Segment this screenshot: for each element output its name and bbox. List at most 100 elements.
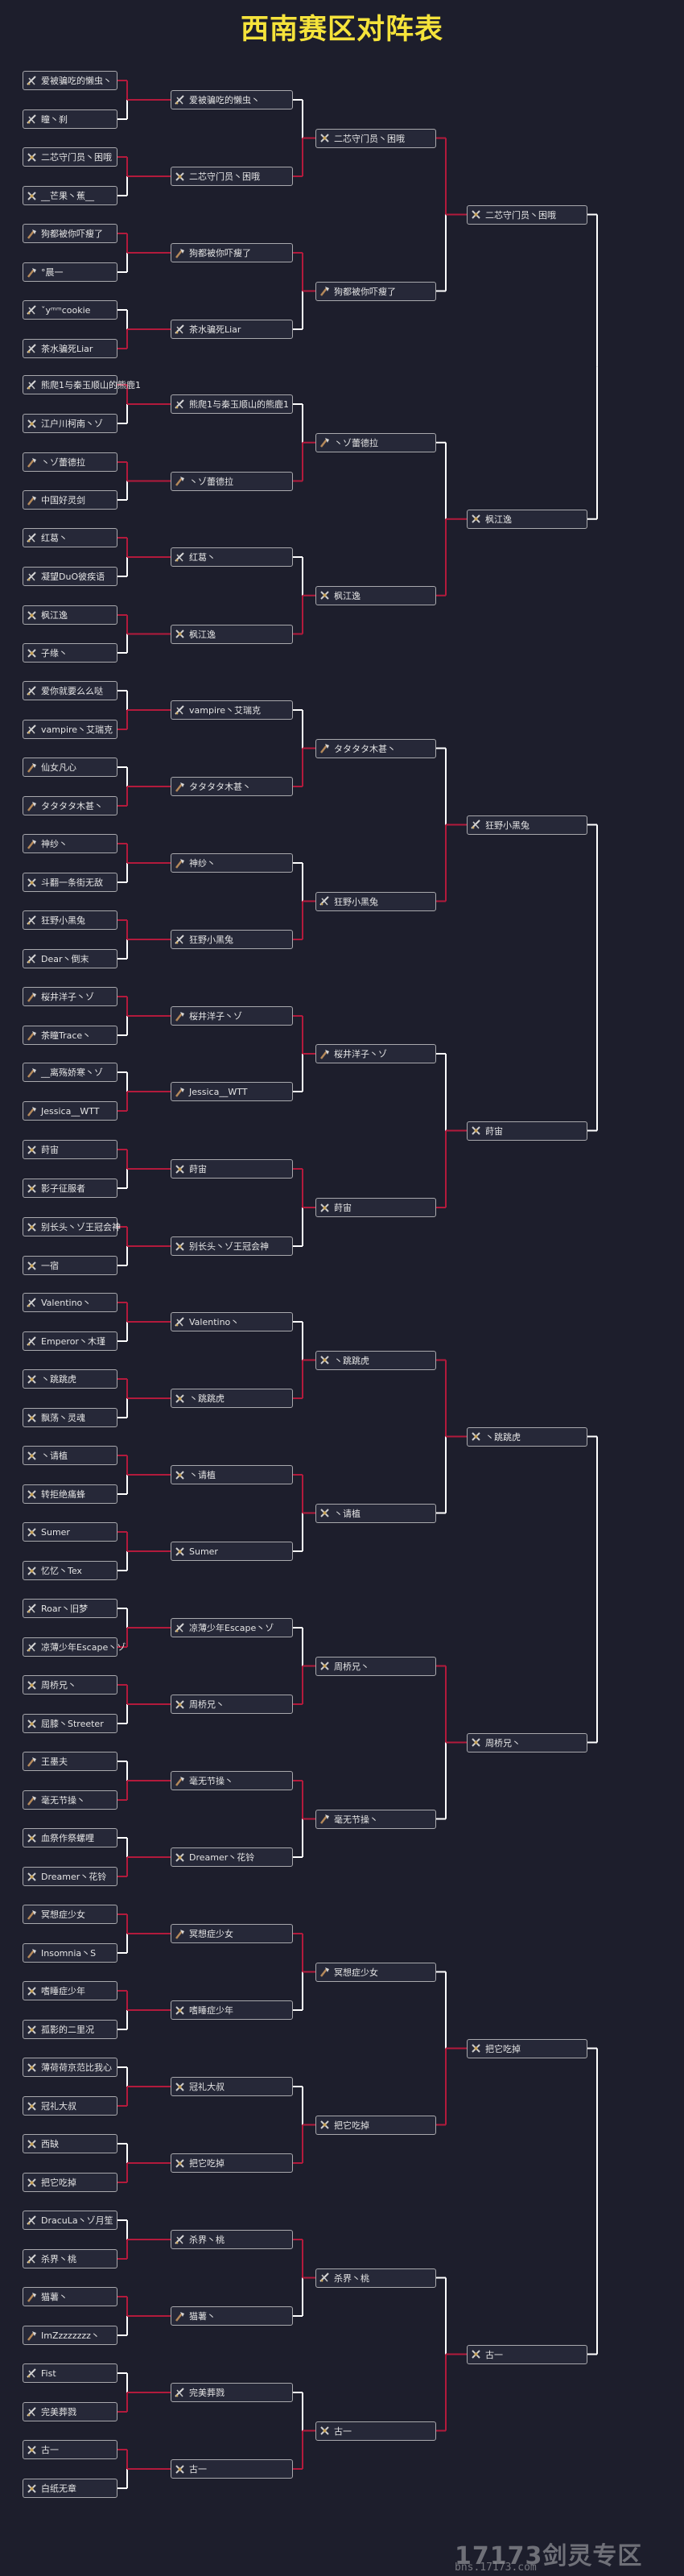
player-slot: 爱被骗吃的懒虫丶 <box>171 90 293 109</box>
player-slot: 嗜睡症少年 <box>23 1981 117 2000</box>
player-slot: 忆忆丶Tex <box>23 1561 117 1580</box>
player-name: 西缺 <box>41 2139 59 2149</box>
summoner-icon <box>26 1871 38 1883</box>
player-slot: 斗翻一条街无敌 <box>23 873 117 892</box>
player-slot: 丶请植 <box>315 1503 436 1523</box>
player-name: 丶ゾ蕾德拉 <box>334 437 378 448</box>
player-slot: 冥想症少女 <box>23 1905 117 1924</box>
summoner-icon <box>319 1507 331 1519</box>
player-slot: 丶请植 <box>171 1465 293 1484</box>
player-name: 丶跳跳虎 <box>334 1355 369 1366</box>
destroyer-icon <box>26 1756 38 1768</box>
kung-fu-master-icon <box>174 2387 186 2399</box>
player-slot: 完美葬戮 <box>23 2402 117 2421</box>
player-slot: 别长头丶ゾ王冠会神 <box>171 1236 293 1256</box>
page-title: 西南赛区对阵表 <box>240 14 443 46</box>
summoner-icon <box>319 2119 331 2131</box>
player-name: 神纱丶 <box>189 858 216 869</box>
player-name: 屈膝丶Streeter <box>41 1719 104 1729</box>
kung-fu-master-icon <box>26 379 38 391</box>
player-slot: 二芯守门员丶困哦 <box>467 204 587 225</box>
watermark-logo: 17173剑灵专区 <box>455 2542 643 2570</box>
player-slot: 把它吃掉 <box>23 2173 117 2192</box>
destroyer-icon <box>26 266 38 279</box>
player-name: 丶跳跳虎 <box>485 1431 521 1443</box>
player-slot: 古一 <box>467 2344 587 2364</box>
player-slot: Dreamer丶花铃 <box>171 1847 293 1867</box>
player-slot: 熊爬1与秦玉顺山的熊鹿1 <box>23 375 141 394</box>
destroyer-icon <box>26 2330 38 2342</box>
kung-fu-master-icon <box>174 94 186 106</box>
player-slot: 茶水骗死Liar <box>23 339 117 358</box>
kung-fu-master-icon <box>26 1641 38 1653</box>
player-slot: 把它吃掉 <box>315 2115 436 2135</box>
player-slot: 凉薄少年Escape丶ゾ <box>171 1618 293 1637</box>
player-slot: 嗜睡症少年 <box>171 2000 293 2020</box>
player-slot: 仙女凡心 <box>23 758 117 777</box>
player-name: 凉薄少年Escape丶ゾ <box>41 1642 126 1653</box>
player-slot: 茶水骗死Liar <box>171 320 293 339</box>
player-slot: 丶ゾ蕾德拉 <box>171 471 293 491</box>
kung-fu-master-icon <box>26 914 38 927</box>
player-slot: 丶请植 <box>23 1446 117 1465</box>
kung-fu-master-icon <box>26 343 38 355</box>
destroyer-icon <box>174 247 186 259</box>
summoner-icon <box>26 1679 38 1691</box>
player-name: Roar丶旧梦 <box>41 1604 89 1614</box>
player-name: 薄荷荷京范比我心 <box>41 2062 112 2073</box>
player-slot: Dreamer丶花铃 <box>23 1867 117 1886</box>
destroyer-icon <box>26 494 38 506</box>
player-slot: 周桥兄丶 <box>467 1732 587 1752</box>
player-name: °晨一 <box>41 267 64 278</box>
player-name: 毫无节操丶 <box>334 1814 378 1825</box>
player-slot: Sumer <box>23 1522 117 1542</box>
player-name: 冥想症少女 <box>334 1967 378 1978</box>
player-slot: 猫薯丶 <box>23 2287 117 2306</box>
summoner-icon <box>174 2157 186 2169</box>
player-slot: Insomnia丶S <box>23 1943 117 1963</box>
player-slot: 茶瞳Trace丶 <box>23 1026 117 1045</box>
kung-fu-master-icon <box>26 953 38 965</box>
destroyer-icon <box>174 1086 186 1098</box>
player-name: 二芯守门员丶困哦 <box>334 133 405 144</box>
player-name: 丶请植 <box>189 1470 216 1480</box>
player-slot: 狂野小黑兔 <box>467 815 587 835</box>
player-slot: __芒果丶蕉__ <box>23 186 117 205</box>
kung-fu-master-icon <box>26 2368 38 2380</box>
kung-fu-master-icon <box>174 1622 186 1634</box>
kung-fu-master-icon <box>174 2234 186 2246</box>
player-slot: 狂野小黑兔 <box>315 891 436 911</box>
summoner-icon <box>26 2444 38 2456</box>
player-name: タタタタ木甚丶 <box>41 801 103 811</box>
player-name: vampire丶艾瑞克 <box>189 705 262 716</box>
kung-fu-master-icon <box>26 75 38 87</box>
player-slot: 二芯守门员丶困哦 <box>315 128 436 148</box>
player-name: 桜井洋子丶ゾ <box>41 992 94 1002</box>
player-name: 凉薄少年Escape丶ゾ <box>189 1623 274 1633</box>
player-slot: 毫无节操丶 <box>23 1790 117 1810</box>
player-slot: 枫江逸 <box>467 509 587 529</box>
player-name: 丶ゾ蕾德拉 <box>189 476 233 487</box>
kung-fu-master-icon <box>26 1335 38 1348</box>
player-name: Insomnia丶S <box>41 1948 97 1959</box>
player-name: 仙女凡心 <box>41 762 76 773</box>
player-slot: Roar丶旧梦 <box>23 1599 117 1618</box>
destroyer-icon <box>26 800 38 812</box>
player-name: Sumer <box>189 1546 218 1557</box>
player-name: Sumer <box>41 1526 70 1538</box>
player-slot: 爱被骗吃的懒虫丶 <box>23 71 117 90</box>
player-name: __离殇娇寒丶ゾ <box>41 1067 103 1078</box>
player-slot: タタタタ木甚丶 <box>23 796 117 815</box>
summoner-icon <box>26 877 38 889</box>
player-slot: ImZzzzzzzz丶 <box>23 2326 117 2345</box>
player-name: 爱被骗吃的懒虫丶 <box>41 76 112 86</box>
player-name: 莳宙 <box>189 1164 207 1174</box>
player-slot: 狗都被你吓瘦了 <box>23 224 117 243</box>
player-slot: Jessica__WTT <box>171 1082 293 1101</box>
kung-fu-master-icon <box>26 114 38 126</box>
player-slot: 屈膝丶Streeter <box>23 1714 117 1733</box>
player-name: 枫江逸 <box>189 629 216 640</box>
player-name: 枫江逸 <box>41 610 68 621</box>
player-slot: 周桥兄丶 <box>23 1675 117 1695</box>
player-name: 二芯守门员丶困哦 <box>485 209 556 221</box>
